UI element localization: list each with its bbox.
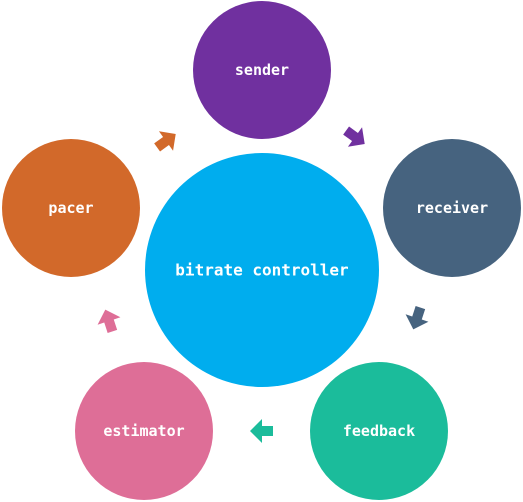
node-circle: [383, 139, 521, 277]
node-circle: [2, 139, 140, 277]
arrow-pacer-to-sender: [150, 124, 183, 158]
arrow-estimator-to-pacer: [93, 305, 124, 336]
node-circle: [193, 1, 331, 139]
node-label: sender: [235, 61, 289, 79]
node-label: pacer: [48, 199, 93, 217]
node-receiver: receiver: [383, 139, 521, 277]
node-label: estimator: [103, 422, 184, 440]
center-label: bitrate controller: [175, 261, 348, 280]
arrow-sender-to-receiver: [339, 120, 372, 154]
center-circle: [145, 153, 379, 387]
arrow-receiver-to-feedback: [401, 303, 432, 334]
node-label: receiver: [416, 199, 488, 217]
node-feedback: feedback: [310, 362, 448, 500]
node-circle: [310, 362, 448, 500]
node-estimator: estimator: [75, 362, 213, 500]
node-label: feedback: [343, 422, 415, 440]
node-pacer: pacer: [2, 139, 140, 277]
center-node-bitrate-controller: bitrate controller: [145, 153, 379, 387]
node-sender: sender: [193, 1, 331, 139]
node-circle: [75, 362, 213, 500]
arrow-feedback-to-estimator: [250, 419, 273, 443]
